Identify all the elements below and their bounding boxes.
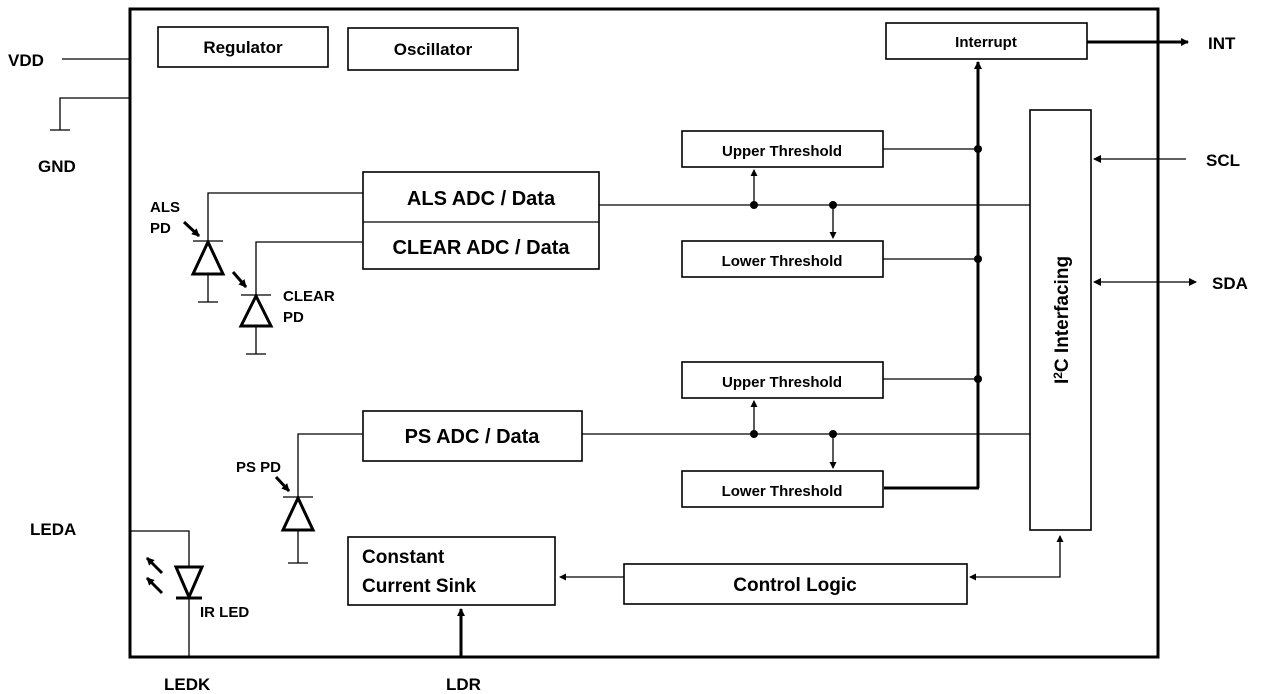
ps-adc-label: PS ADC / Data [405,426,541,448]
light-arrow [274,475,291,493]
ps-lower-threshold-block [681,470,884,508]
emission-arrow [145,576,164,595]
junction-dot [829,430,837,438]
als-upper-threshold-label: Upper Threshold [722,143,842,160]
vdd-pin-label: VDD [8,51,44,70]
ps-pd-label: PS PD [236,459,281,476]
light-arrow [231,271,248,288]
emission-arrow [145,556,164,575]
regulator-label: Regulator [203,38,283,57]
junction-dot [750,201,758,209]
ps-adc-block [362,410,583,462]
oscillator-block [347,27,519,71]
junction-dot [974,255,982,263]
ledk-pin-label: LEDK [164,675,211,694]
ps-photodiode [280,494,316,532]
als-clear-adc-block [362,171,600,270]
scl-pin-label: SCL [1206,151,1240,170]
ps-upper-threshold-label: Upper Threshold [722,374,842,391]
current-sink-label: Constant [362,547,445,568]
clear-adc-label: CLEAR ADC / Data [392,237,570,259]
als-lower-threshold-label: Lower Threshold [722,253,843,270]
constant-current-sink-block [347,536,556,606]
interrupt-block [885,22,1088,60]
ldr-pin-label: LDR [446,675,481,694]
control-logic-label: Control Logic [733,575,857,596]
control-logic-block [623,563,968,605]
interrupt-label: Interrupt [955,34,1017,51]
als-pd-label: ALS [150,199,180,216]
junction-dot [829,201,837,209]
i2c-interfacing-label: I2C Interfacing [1051,256,1073,384]
clear-pd-wire [255,241,363,295]
als-photodiode [190,238,226,276]
control-to-i2c-arrow [1000,535,1064,578]
als-lower-threshold-block [681,240,884,278]
sda-pin-label: SDA [1212,274,1248,293]
chip-outline [128,7,1160,659]
als-adc-label: ALS ADC / Data [407,188,556,210]
light-arrow [182,220,201,238]
als-pd-label: PD [150,220,171,237]
regulator-block [157,26,329,68]
junction-dot [974,375,982,383]
junction-dot [750,430,758,438]
i2c-interfacing-block [1029,109,1092,531]
ir-led [173,565,205,601]
int-pin-label: INT [1208,34,1236,53]
clear-photodiode [238,292,274,328]
clear-pd-label: CLEAR [283,288,335,305]
leda-pin-label: LEDA [30,520,76,539]
clear-pd-label: PD [283,309,304,326]
gnd-wire [59,97,130,130]
ps-lower-threshold-label: Lower Threshold [722,483,843,500]
ir-led-label: IR LED [200,604,249,621]
current-sink-label: Current Sink [362,576,476,597]
junction-dot [974,145,982,153]
leda-wire [130,530,190,567]
gnd-pin-label: GND [38,157,76,176]
oscillator-label: Oscillator [394,40,473,59]
ps-upper-threshold-block [681,361,884,399]
ps-pd-wire [297,433,363,497]
als-pd-wire [207,192,363,241]
